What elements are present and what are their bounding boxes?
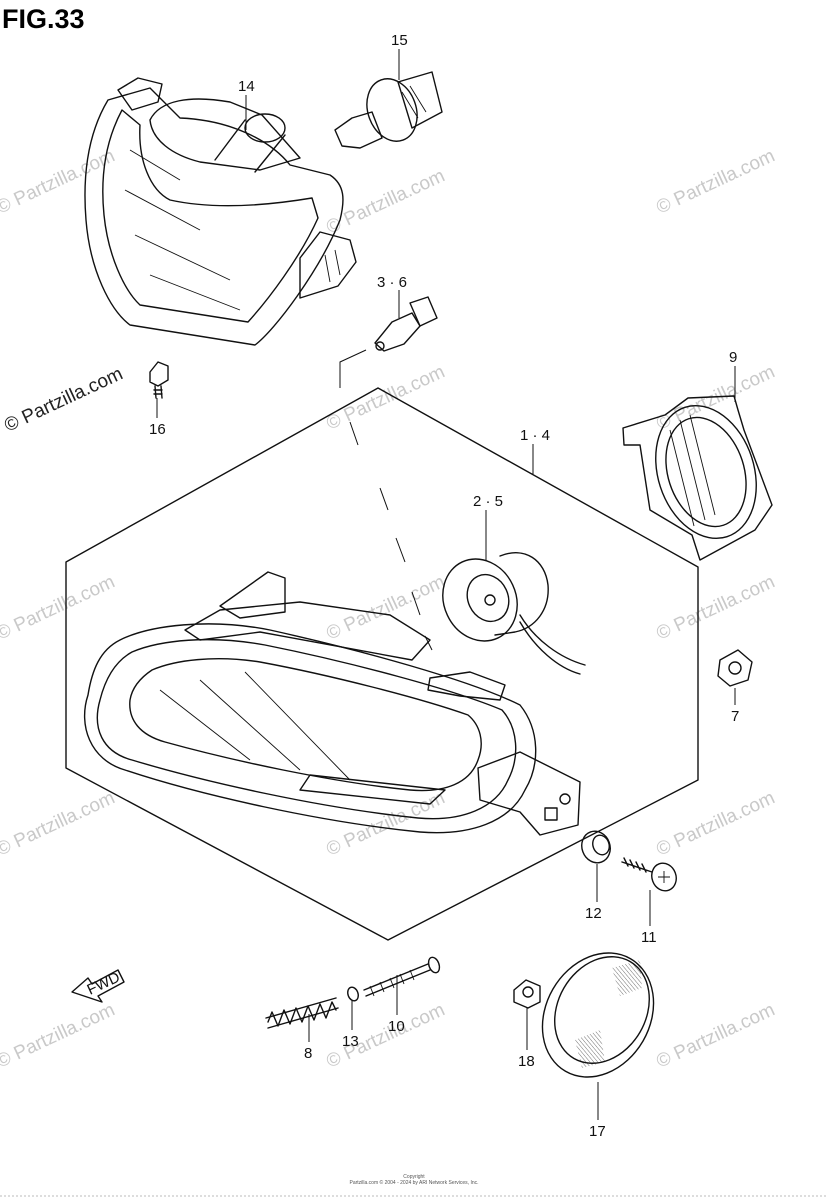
watermark: © Partzilla.com	[653, 571, 778, 644]
forward-arrow-label: FWD	[85, 969, 123, 999]
part-18-nut	[513, 979, 541, 1009]
watermark: © Partzilla.com	[0, 145, 118, 218]
copyright-footer: Copyright Partzilla.com © 2004 - 2024 by…	[0, 1174, 828, 1197]
callout-2-5: 2 · 5	[473, 493, 503, 510]
watermark: © Partzilla.com	[0, 999, 118, 1072]
leader-lines	[156, 49, 736, 1120]
part-13-washer	[347, 986, 359, 1002]
watermark: © Partzilla.com	[1, 363, 126, 436]
callout-labels: 15 14 3 · 6 9 16 1 · 4 2 · 5 7 12 11 8 1…	[149, 32, 739, 1140]
callout-9: 9	[729, 349, 737, 366]
part-12-collar	[581, 830, 611, 864]
callout-10: 10	[388, 1018, 405, 1035]
callout-13: 13	[342, 1033, 359, 1050]
callout-1-4: 1 · 4	[520, 427, 550, 444]
callout-11: 11	[641, 929, 657, 946]
copyright-line-2: Partzilla.com © 2004 - 2024 by ARI Netwo…	[349, 1179, 478, 1186]
part-10-adjusting-screw	[363, 956, 441, 997]
assembly-frame	[65, 349, 699, 941]
watermark: © Partzilla.com	[323, 361, 448, 434]
callout-14: 14	[238, 78, 255, 95]
watermark: © Partzilla.com	[653, 999, 778, 1072]
figure-title: FIG.33	[2, 4, 85, 34]
part-15-bulb-socket	[334, 71, 443, 149]
callout-16: 16	[149, 421, 166, 438]
watermark: © Partzilla.com	[323, 165, 448, 238]
watermark: © Partzilla.com	[323, 787, 448, 860]
part-1-4-headlight	[84, 571, 581, 836]
part-9-bulb-cover-ring	[622, 395, 773, 561]
part-14-headlight-housing	[84, 77, 357, 346]
watermark: © Partzilla.com	[653, 145, 778, 218]
callout-17: 17	[589, 1123, 606, 1140]
callout-8: 8	[304, 1045, 312, 1062]
callout-15: 15	[391, 32, 408, 49]
callout-3-6: 3 · 6	[377, 274, 407, 291]
copyright-line-1: Copyright	[403, 1174, 425, 1180]
part-16-screw	[149, 361, 169, 399]
part-7-grommet	[717, 649, 753, 687]
callout-7: 7	[731, 708, 739, 725]
part-8-spring	[265, 997, 339, 1029]
part-17-reflector	[541, 952, 655, 1078]
callout-12: 12	[585, 905, 602, 922]
part-3-6-wedge-bulb	[374, 296, 438, 352]
callout-18: 18	[518, 1053, 535, 1070]
forward-arrow: FWD	[71, 969, 125, 1003]
part-2-5-socket-wire	[442, 552, 586, 675]
part-11-screw	[621, 857, 677, 892]
watermark: © Partzilla.com	[653, 787, 778, 860]
watermark: © Partzilla.com	[0, 787, 118, 860]
watermark: © Partzilla.com	[0, 571, 118, 644]
